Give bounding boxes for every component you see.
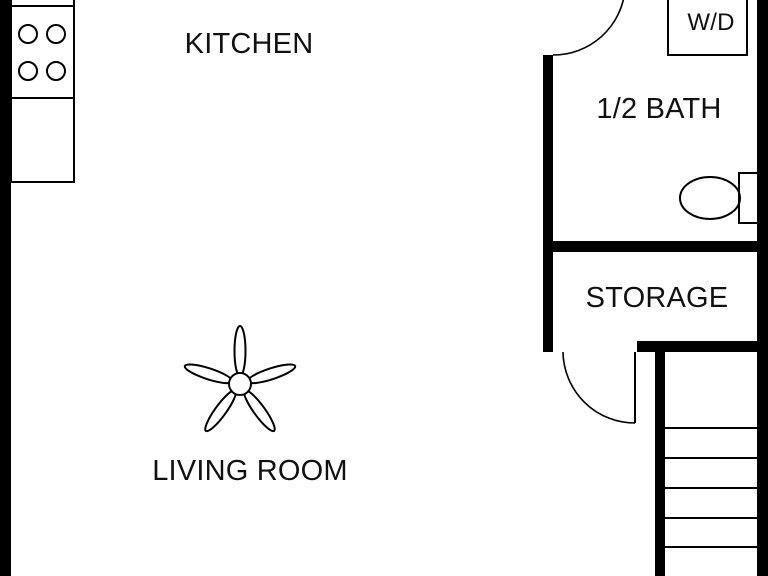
storage-bottom-wall [637, 341, 768, 352]
bath-left-wall [543, 55, 553, 352]
stove-icon [10, 0, 75, 183]
toilet-icon [679, 172, 760, 224]
storage-door [562, 351, 636, 424]
bath-door-swing [552, 0, 625, 56]
ceiling-fan-icon [183, 325, 297, 433]
kitchen-label: KITCHEN [185, 28, 314, 60]
left-exterior-wall [0, 0, 11, 576]
half-bath-label: 1/2 BATH [596, 93, 721, 125]
stair-left-wall [655, 352, 665, 576]
right-wall [757, 0, 768, 352]
washer-dryer-label: W/D [687, 9, 734, 36]
storage-label: STORAGE [586, 282, 729, 314]
stair-right-wall [757, 352, 768, 576]
washer-dryer [667, 0, 748, 56]
bath-bottom-wall [543, 241, 768, 252]
stairs-icon [665, 427, 757, 548]
living-room-label: LIVING ROOM [152, 455, 348, 487]
